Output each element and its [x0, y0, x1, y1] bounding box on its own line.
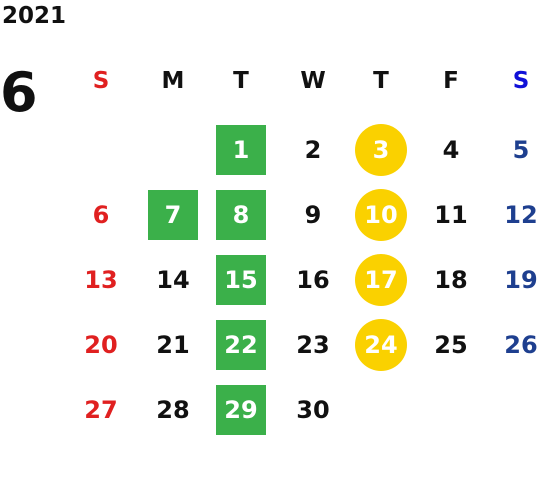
month-label: 6 [0, 61, 38, 124]
calendar-day[interactable]: 4 [416, 125, 486, 175]
day-number: 4 [442, 136, 460, 164]
calendar-day[interactable]: 17 [346, 254, 416, 306]
day-number: 20 [84, 331, 118, 359]
calendar-week-row: 13 14 15 16 17 18 19 [66, 254, 548, 306]
calendar-day[interactable]: 22 [216, 320, 266, 370]
calendar-week-row: 1 2 3 4 5 [66, 124, 548, 176]
day-number: 3 [372, 136, 390, 164]
calendar-day[interactable]: 30 [278, 385, 348, 435]
day-number: 5 [512, 136, 530, 164]
calendar-empty-day [486, 385, 548, 435]
day-number: 19 [504, 266, 538, 294]
day-number: 11 [434, 201, 468, 229]
calendar-empty-day [416, 385, 486, 435]
weekday-header-row: S M T W T F S [66, 56, 548, 106]
highlight-circle [355, 254, 407, 306]
day-number: 1 [232, 136, 250, 164]
day-number: 17 [364, 266, 398, 294]
day-number: 13 [84, 266, 118, 294]
calendar-week-row: 20 21 22 23 24 25 26 [66, 319, 548, 371]
calendar-day[interactable]: 3 [346, 124, 416, 176]
calendar-day[interactable]: 24 [346, 319, 416, 371]
calendar-empty-day [346, 385, 416, 435]
calendar-day[interactable]: 16 [278, 255, 348, 305]
calendar-day[interactable]: 12 [486, 190, 548, 240]
year-label: 2021 [2, 3, 67, 29]
day-number: 8 [232, 201, 250, 229]
weekday-header-wed: W [300, 68, 326, 94]
weekday-header-thu: T [373, 68, 389, 94]
weekday-header-mon: M [161, 68, 185, 94]
weekday-header-fri: F [443, 68, 459, 94]
calendar-day[interactable]: 9 [278, 190, 348, 240]
calendar-day[interactable]: 14 [138, 255, 208, 305]
day-number: 16 [296, 266, 330, 294]
calendar-empty-day [66, 125, 136, 175]
day-number: 2 [304, 136, 322, 164]
weekday-header-tue: T [233, 68, 249, 94]
calendar-day[interactable]: 11 [416, 190, 486, 240]
calendar-day[interactable]: 8 [216, 190, 266, 240]
day-number: 14 [156, 266, 190, 294]
day-number: 6 [92, 201, 110, 229]
calendar-day[interactable]: 2 [278, 125, 348, 175]
calendar-day[interactable]: 5 [486, 125, 548, 175]
day-number: 18 [434, 266, 468, 294]
day-number: 25 [434, 331, 468, 359]
day-number: 7 [164, 201, 182, 229]
day-number: 21 [156, 331, 190, 359]
weekday-header-sun: S [92, 68, 110, 94]
day-number: 22 [224, 331, 258, 359]
day-number: 29 [224, 396, 258, 424]
day-number: 10 [364, 201, 398, 229]
day-number: 23 [296, 331, 330, 359]
calendar-day[interactable]: 23 [278, 320, 348, 370]
calendar-day[interactable]: 19 [486, 255, 548, 305]
calendar-day[interactable]: 29 [216, 385, 266, 435]
calendar-day[interactable]: 1 [216, 125, 266, 175]
calendar-week-row: 6 7 8 9 10 11 12 [66, 189, 548, 241]
day-number: 28 [156, 396, 190, 424]
day-number: 12 [504, 201, 538, 229]
highlight-circle [355, 189, 407, 241]
day-number: 15 [224, 266, 258, 294]
calendar-day[interactable]: 10 [346, 189, 416, 241]
highlight-circle [355, 124, 407, 176]
calendar-day[interactable]: 25 [416, 320, 486, 370]
highlight-circle [355, 319, 407, 371]
calendar-week-row: 27 28 29 30 [66, 385, 548, 435]
calendar-day[interactable]: 20 [66, 320, 136, 370]
calendar-day[interactable]: 27 [66, 385, 136, 435]
calendar-day[interactable]: 18 [416, 255, 486, 305]
day-number: 26 [504, 331, 538, 359]
calendar-day[interactable]: 15 [216, 255, 266, 305]
day-number: 30 [296, 396, 330, 424]
calendar-day[interactable]: 13 [66, 255, 136, 305]
calendar-day[interactable]: 26 [486, 320, 548, 370]
calendar-empty-day [138, 125, 208, 175]
day-number: 27 [84, 396, 118, 424]
calendar-day[interactable]: 7 [148, 190, 198, 240]
day-number: 9 [304, 201, 322, 229]
calendar-day[interactable]: 6 [66, 190, 136, 240]
calendar-day[interactable]: 28 [138, 385, 208, 435]
day-number: 24 [364, 331, 398, 359]
weekday-header-sat: S [512, 68, 530, 94]
calendar-day[interactable]: 21 [138, 320, 208, 370]
